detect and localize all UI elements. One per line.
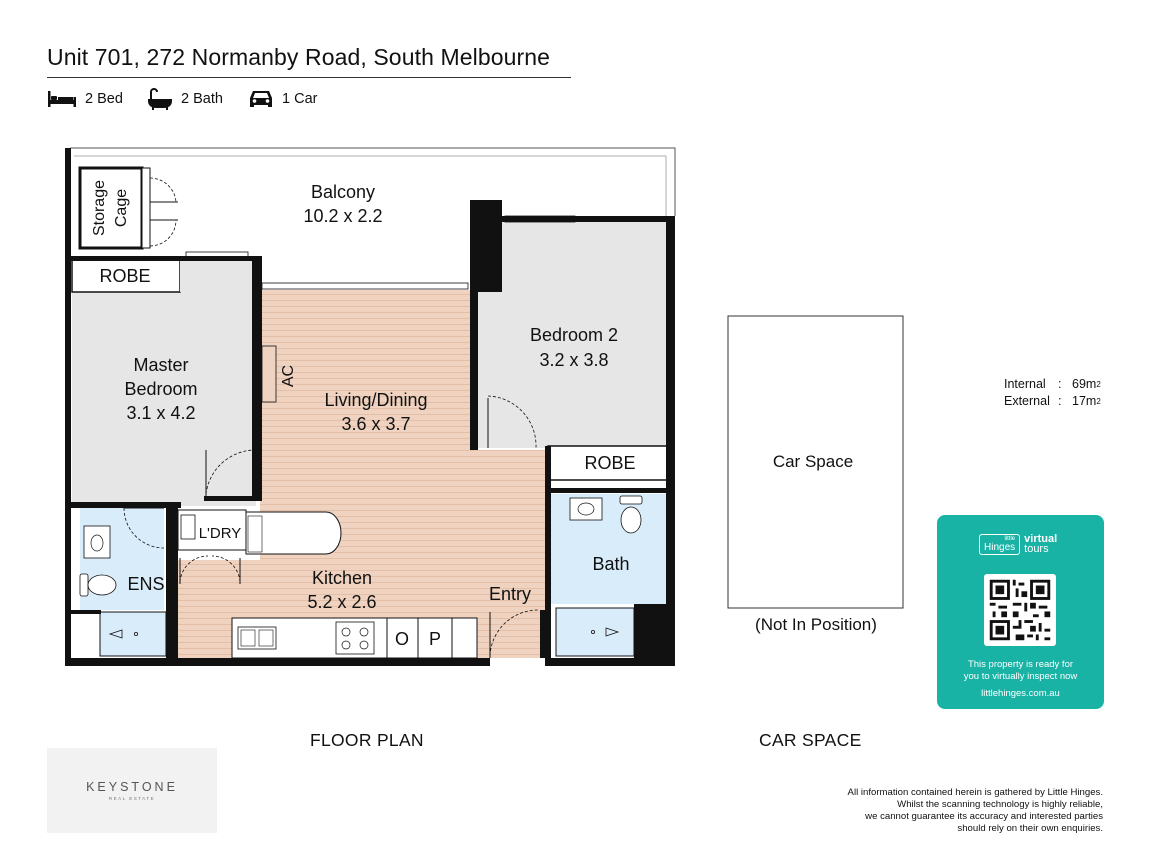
laundry-label: L'DRY (199, 525, 242, 542)
bath-label: Bath (592, 554, 629, 574)
external-area-unit-sup: 2 (1096, 397, 1101, 406)
kitchen-island (245, 511, 342, 555)
bath-shower-drain (591, 627, 620, 637)
cage-label: Cage (113, 189, 130, 227)
walls (65, 148, 675, 666)
internal-area-value: 69m (1072, 377, 1097, 391)
master-robe-label: ROBE (99, 266, 150, 286)
cooktop (335, 621, 375, 655)
bath-toilet (619, 495, 643, 534)
car-count-label: 1 Car (282, 91, 318, 107)
bedroom-2-robe-label: ROBE (584, 453, 635, 473)
external-area-label: External (1004, 394, 1050, 408)
disclaimer-line: should rely on their own enquiries. (957, 823, 1103, 834)
bedroom-2-floor (478, 222, 668, 448)
virtual-tour-card[interactable]: little Hinges virtual tours (937, 515, 1104, 709)
door-swings (123, 395, 539, 657)
kitchen-dims: 5.2 x 2.6 (307, 592, 376, 612)
disclaimer-line: All information contained herein is gath… (847, 787, 1103, 798)
title-divider (47, 77, 571, 78)
bedroom-2-dims: 3.2 x 3.8 (539, 350, 608, 370)
bath-count-label: 2 Bath (181, 91, 223, 107)
laundry-area (177, 509, 247, 551)
oven-label: O (395, 629, 409, 649)
virtual-tour-url[interactable]: littlehinges.com.au (981, 688, 1060, 699)
ensuite-floor (80, 508, 164, 610)
qr-code[interactable] (984, 574, 1056, 646)
agency-subtitle: REAL ESTATE (108, 796, 156, 801)
balcony-label: Balcony (311, 182, 375, 202)
brand-small-text: little (1004, 535, 1016, 542)
car-space-label: Car Space (773, 452, 853, 471)
bath-count: 2 Bath (147, 88, 223, 110)
balcony-inner-line (74, 155, 667, 216)
master-bedroom-label-1: Master (133, 355, 188, 375)
property-address-title: Unit 701, 272 Normanby Road, South Melbo… (47, 44, 551, 70)
qr-code-icon (989, 579, 1051, 641)
tours-text: tours (1024, 543, 1049, 555)
master-bedroom-dims: 3.1 x 4.2 (126, 403, 195, 423)
storage-cage (78, 166, 144, 250)
bed-count: 2 Bed (47, 88, 123, 110)
bedroom-2-label: Bedroom 2 (530, 325, 618, 345)
message-line-1: This property is ready for (967, 659, 1074, 670)
living-dining-label: Living/Dining (324, 390, 427, 410)
disclaimer-line: Whilst the scanning technology is highly… (897, 799, 1103, 810)
car-space-outline (727, 315, 904, 609)
bath-vanity (569, 497, 603, 521)
brand-text: Hinges (984, 541, 1016, 553)
car-space-note: (Not In Position) (755, 615, 877, 634)
ac-unit (261, 345, 277, 403)
hinges-logo-box: little Hinges (979, 533, 1021, 555)
agency-logo: KEYSTONE REAL ESTATE (47, 748, 217, 833)
ensuite-label: ENS (127, 574, 164, 594)
disclaimer-line: we cannot guarantee its accuracy and int… (865, 811, 1103, 822)
kitchen-sink (237, 626, 277, 650)
pantry-label: P (429, 629, 441, 649)
agency-name: KEYSTONE (86, 780, 178, 794)
ac-label: AC (280, 365, 297, 387)
living-dining-dims: 3.6 x 3.7 (341, 414, 410, 434)
car-icon (250, 91, 272, 107)
master-bedroom-floor (72, 292, 256, 506)
virtual-tours-text: virtual tours (1024, 533, 1058, 555)
virtual-text: virtual (1024, 533, 1058, 545)
ensuite-shower-drain (108, 629, 138, 639)
door-leaves (124, 398, 491, 658)
bath-floor (550, 494, 666, 604)
kitchen-label: Kitchen (312, 568, 372, 588)
bed-count-label: 2 Bed (85, 91, 123, 107)
balcony-dims: 10.2 x 2.2 (303, 206, 382, 226)
ensuite-toilet (79, 573, 117, 597)
message-line-2: you to virtually inspect now (963, 671, 1078, 682)
bed-icon (48, 91, 76, 107)
virtual-tour-message: This property is ready for you to virtua… (937, 659, 1104, 683)
little-hinges-logo: little Hinges virtual tours (979, 532, 1057, 556)
disclaimer: All information contained herein is gath… (683, 787, 1103, 835)
internal-area-unit-sup: 2 (1096, 380, 1101, 389)
car-count: 1 Car (248, 88, 317, 110)
storage-door-swing (149, 177, 177, 247)
ensuite-vanity (83, 525, 111, 559)
external-area-value: 17m (1072, 394, 1097, 408)
car-space-caption: CAR SPACE (759, 730, 862, 750)
storage-label: Storage (91, 180, 108, 236)
entry-label: Entry (489, 584, 531, 604)
floor-plan-caption: FLOOR PLAN (310, 730, 424, 750)
bath-icon (148, 88, 172, 110)
internal-area-label: Internal (1004, 377, 1046, 391)
master-bedroom-label-2: Bedroom (124, 379, 197, 399)
